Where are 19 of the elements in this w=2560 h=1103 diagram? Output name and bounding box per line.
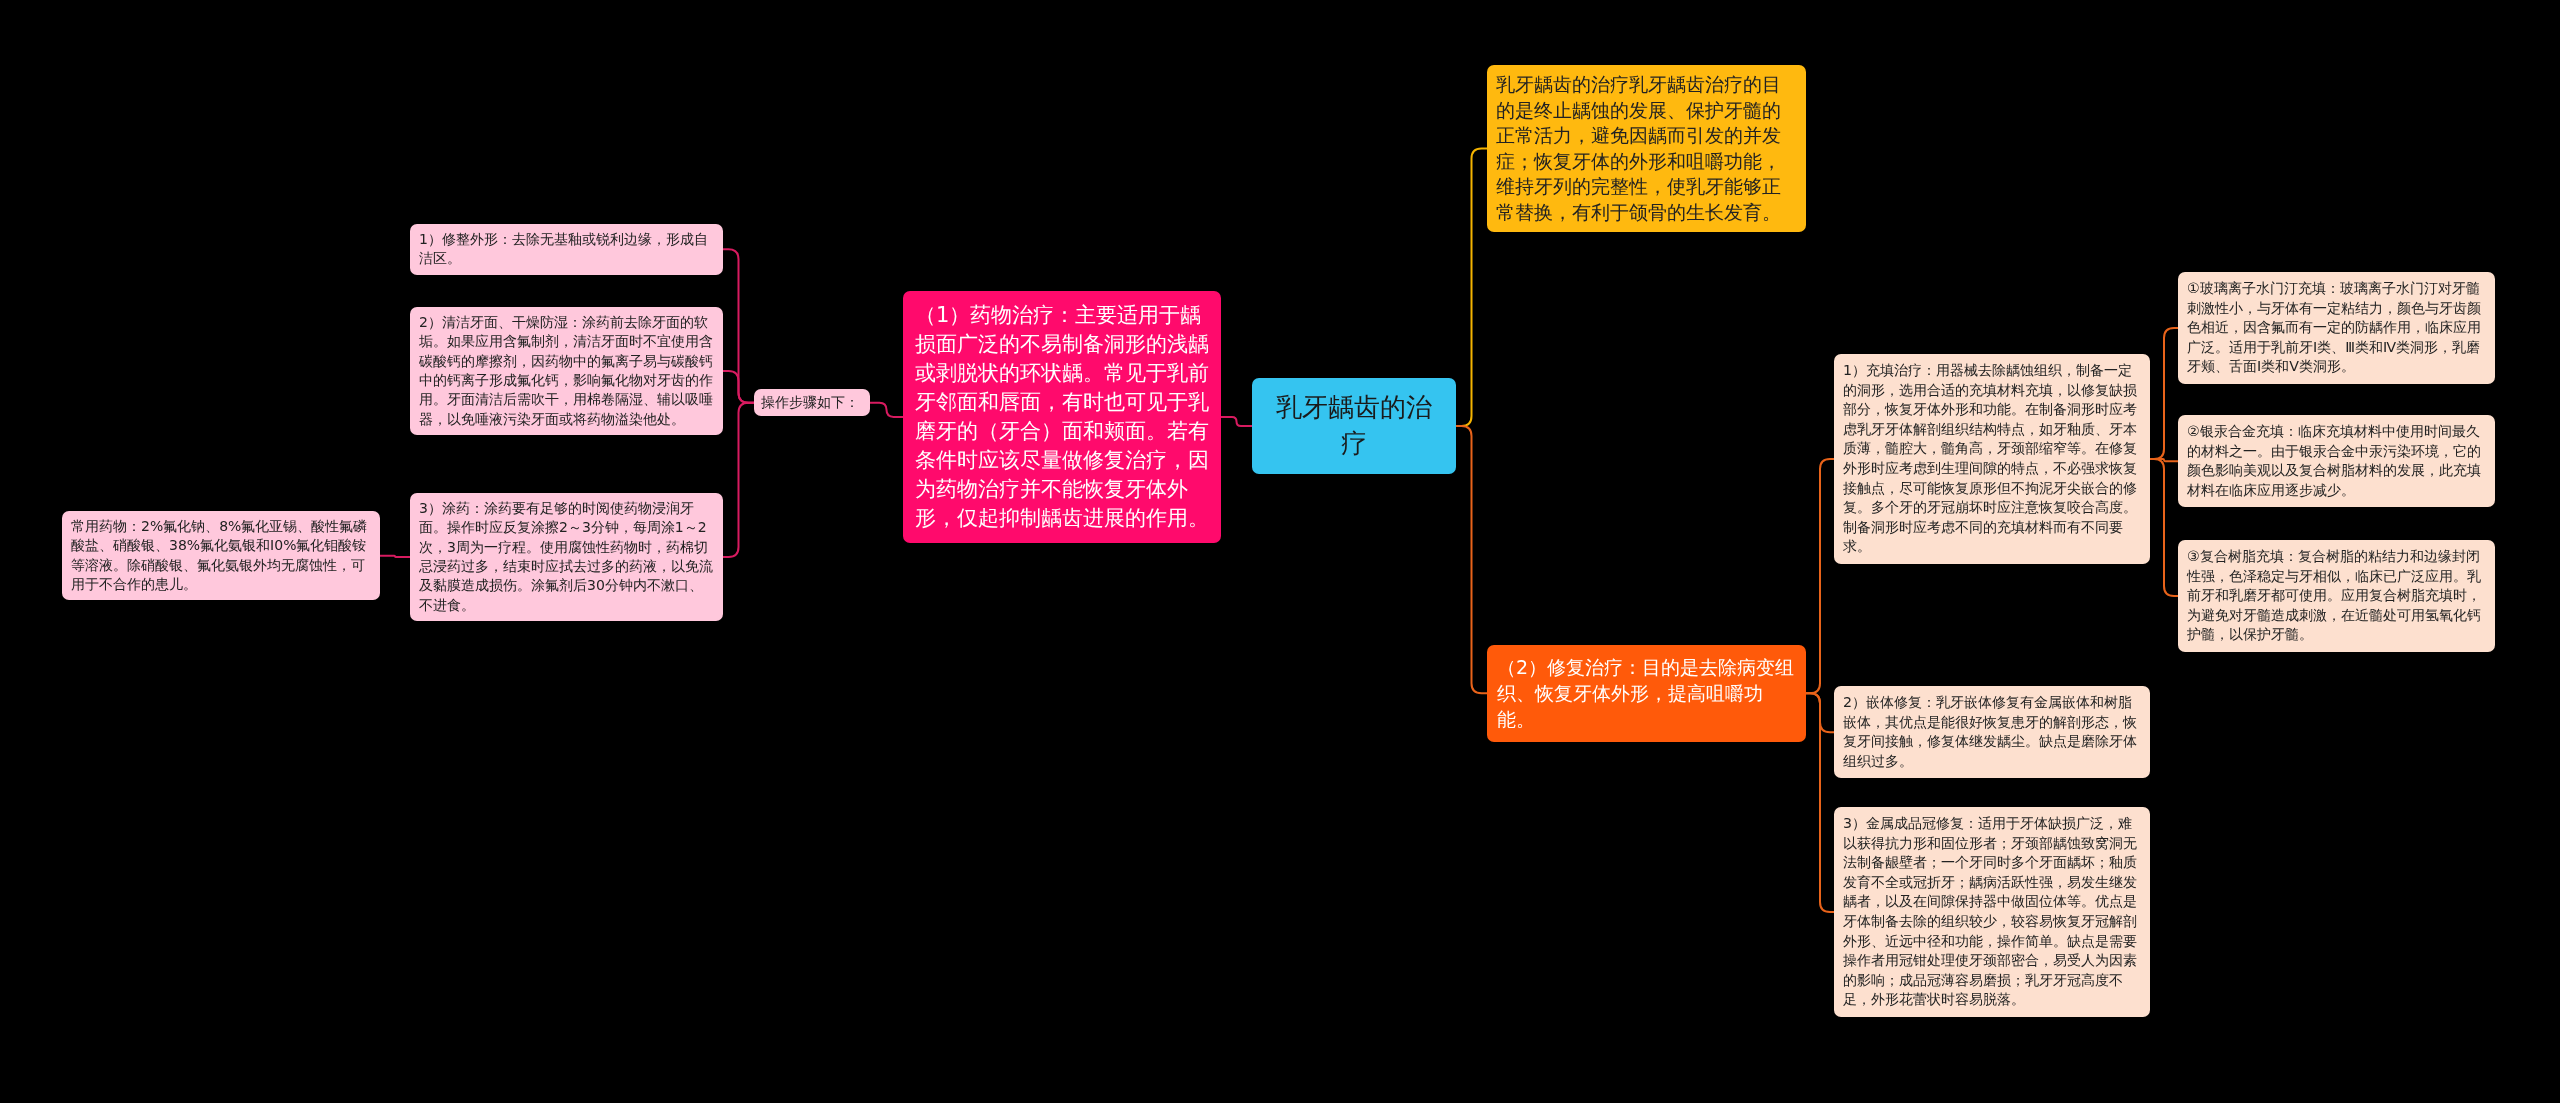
topic-box: 2）嵌体修复：乳牙嵌体修复有金属嵌体和树脂嵌体，其优点是能很好恢复患牙的解剖形态，恢复牙间接触，修复体继发龋尘。缺点是磨除牙体组织过多。	[1834, 686, 2150, 779]
topic-box: 2）清洁牙面、干燥防湿：涂药前去除牙面的软垢。如果应用含氟制剂，清洁牙面时不宜使用含碳酸钙的摩擦剂，因药物中的氟离子易与碳酸钙中的钙离子形成氟化钙，影响氟化物对牙齿的作用。牙面清洁后需吹干，用棉卷隔湿、辅以吸唾器，以免唾液污染牙面或将药物溢染他处。	[410, 307, 723, 435]
connector-line	[379, 554, 411, 558]
topic-box: 操作步骤如下：	[754, 389, 870, 417]
connector-line	[1805, 692, 1835, 913]
topic-box: ②银汞合金充填：临床充填材料中使用时间最久的材料之一。由于银汞合金中汞污染环境，它的颜色影响美观以及复合树脂材料的发展，此充填材料在临床应用逐步减少。	[2178, 415, 2495, 508]
topic-box: ③复合树脂充填：复合树脂的粘结力和边缘封闭性强，色泽稳定与牙相似，临床已广泛应用。乳前牙和乳磨牙都可使用。应用复合树脂充填时，为避免对牙髓造成刺激，在近髓处可用氢氧化钙护髓，以保护牙髓。	[2178, 540, 2495, 652]
topic-box: 1）修整外形：去除无基釉或锐利边缘，形成自洁区。	[410, 224, 723, 275]
central-topic-box: 乳牙龋齿的治疗	[1252, 378, 1456, 474]
topic-box: 3）涂药：涂药要有足够的时阅使药物浸润牙面。操作时应反复涂擦2～3分钟，每周涂1～2次，3周为一疗程。使用腐蚀性药物时，药棉切忌浸药过多，结束时应拭去过多的药液，以免流及黏膜造成损伤。涂氟剂后30分钟内不漱口、不进食。	[410, 493, 723, 621]
topic-box: （1）药物治疗：主要适用于龋损面广泛的不易制备洞形的浅龋或剥脱状的环状龋。常见于乳前牙邻面和唇面，有时也可见于乳磨牙的（牙合）面和颊面。若有条件时应该尽量做修复治疗，因为药物治疗并不能恢复牙体外形，仅起抑制龋齿进展的作用。	[903, 291, 1221, 543]
topic-box: （2）修复治疗：目的是去除病变组织、恢复牙体外形，提高咀嚼功能。	[1487, 645, 1806, 742]
connector-line	[869, 401, 904, 418]
topic-box: 常用药物：2%氟化钠、8%氟化亚锡、酸性氟磷酸盐、硝酸银、38%氟化氨银和I0%氟化钼酸铵等溶液。除硝酸银、氟化氨银外均无腐蚀性，可用于不合作的患儿。	[62, 511, 380, 601]
topic-box: 3）金属成品冠修复：适用于牙体缺损广泛，难以获得抗力形和固位形者；牙颈部龋蚀致窝洞无法制备龈壁者；一个牙同时多个牙面龋坏；釉质发育不全或冠折牙；龋病活跃性强，易发生继发龋者，以及在间隙保持器中做固位体等。优点是牙体制备去除的组织较少，较容易恢复牙冠解剖外形、近远中径和功能，操作简单。缺点是需要操作者用冠钳处理使牙颈部密合，易受人为因素的影响；成品冠薄容易磨损；乳牙牙冠高度不足，外形花蕾状时容易脱落。	[1834, 807, 2150, 1017]
topic-box: ①玻璃离子水门汀充填：玻璃离子水门汀对牙髓刺激性小，与牙体有一定粘结力，颜色与牙齿颜色相近，因含氟而有一定的防龋作用，临床应用广泛。适用于乳前牙Ⅰ类、Ⅲ类和Ⅳ类洞形，乳磨牙颊、舌面Ⅰ类和Ⅴ类洞形。	[2178, 272, 2495, 384]
connector-line	[1220, 415, 1253, 427]
topic-box: 乳牙龋齿的治疗乳牙龋齿治疗的目的是终止龋蚀的发展、保护牙髓的正常活力，避免因龋而引发的并发症；恢复牙体的外形和咀嚼功能，维持牙列的完整性，使乳牙能够正常替换，有利于颌骨的生长发育。	[1487, 65, 1806, 233]
topic-box: 1）充填治疗：用器械去除龋蚀组织，制备一定的洞形，选用合适的充填材料充填，以修复缺损部分，恢复牙体外形和功能。在制备洞形时应考虑乳牙牙体解剖组织结构特点，如牙釉质、牙本质薄，髓腔大，髓角高，牙颈部缩窄等。在修复外形时应考虑到生理间隙的特点，不必强求恢复接触点，尽可能恢复原形但不拘泥牙尖嵌合的修复。多个牙的牙冠崩坏时应注意恢复咬合高度。制备洞形时应考虑不同的充填材料而有不同要求。	[1834, 354, 2150, 564]
